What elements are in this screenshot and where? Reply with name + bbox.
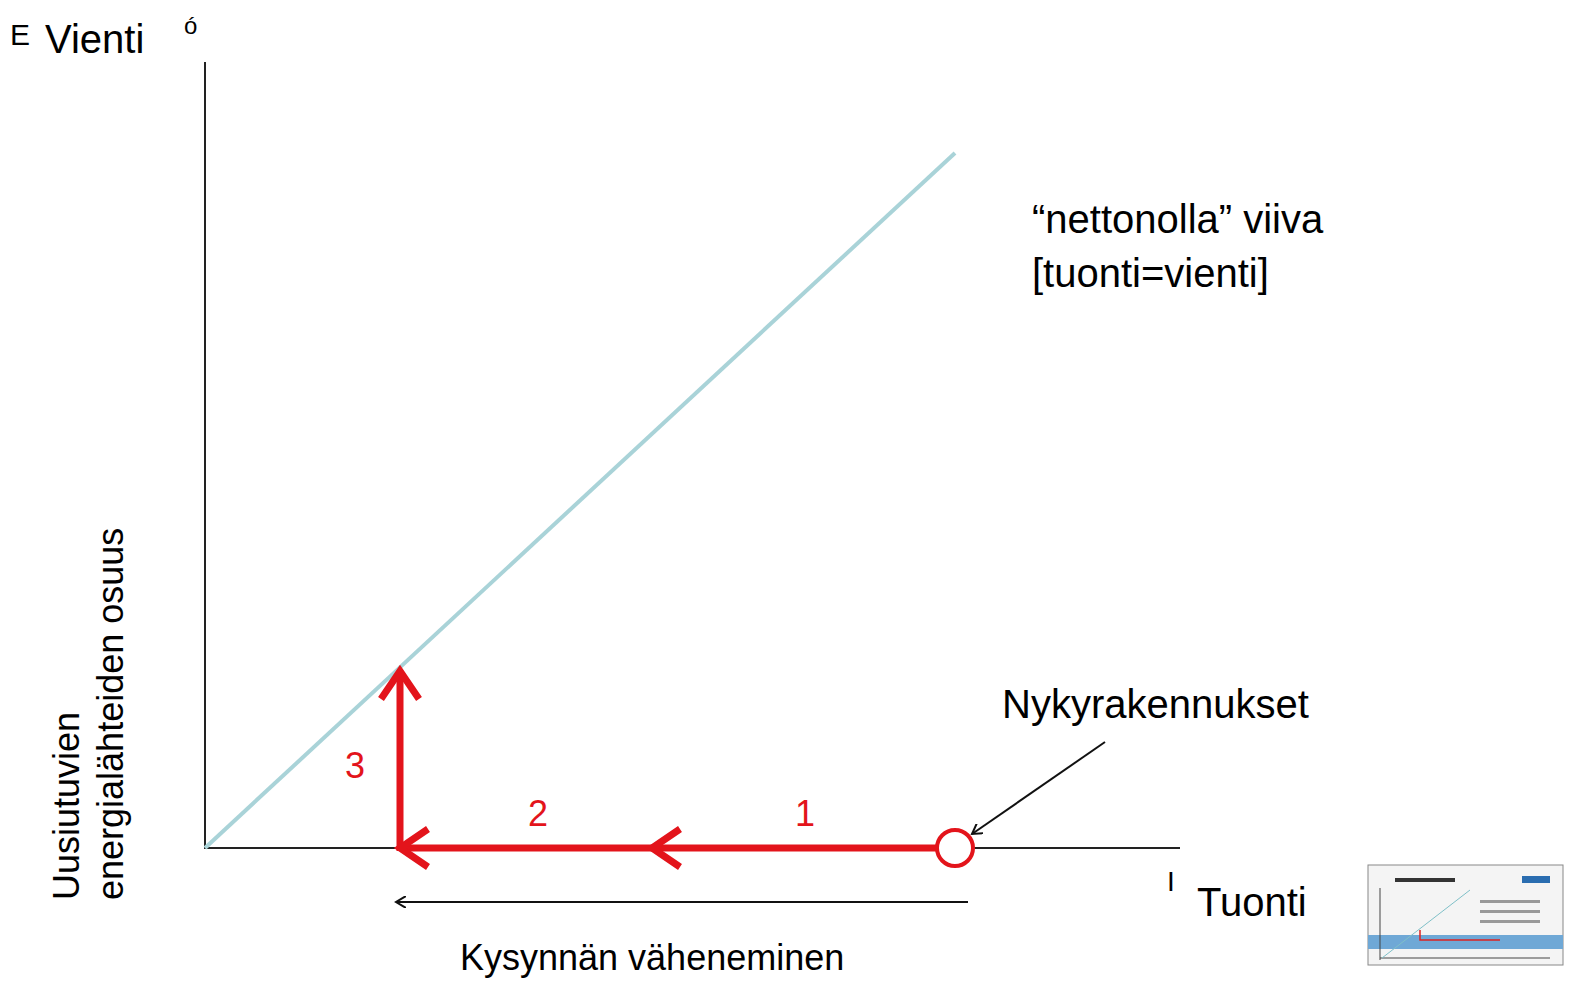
x-axis xyxy=(204,847,1180,849)
current-buildings-marker xyxy=(937,830,973,866)
leader-line xyxy=(972,742,1105,834)
thumbnail-image xyxy=(1368,865,1563,965)
stray-glyph: E xyxy=(10,18,30,53)
axis-label: Uusiutuvien energialähteiden osuus xyxy=(45,470,133,900)
net-zero-line xyxy=(205,153,955,848)
y-axis xyxy=(204,62,206,849)
stray-glyph: ó xyxy=(184,12,197,40)
step-number: 2 xyxy=(528,793,548,834)
stray-glyph: I xyxy=(1167,866,1175,898)
axis-label: Tuonti xyxy=(1197,879,1307,925)
arrow-head xyxy=(400,829,428,867)
demand-arrow xyxy=(396,901,968,903)
arrow-head xyxy=(381,671,419,699)
step-number: 3 xyxy=(345,745,365,786)
step-number: 1 xyxy=(795,793,815,834)
callout-label: Nykyrakennukset xyxy=(1002,681,1309,727)
arrow-head xyxy=(652,829,680,867)
path-segment xyxy=(397,672,404,851)
axis-label: Vienti xyxy=(45,16,144,62)
path-segment xyxy=(402,845,937,852)
axis-caption: Kysynnän väheneminen xyxy=(460,937,844,978)
line-label: “nettonolla” viiva [tuonti=vienti] xyxy=(1032,192,1362,300)
